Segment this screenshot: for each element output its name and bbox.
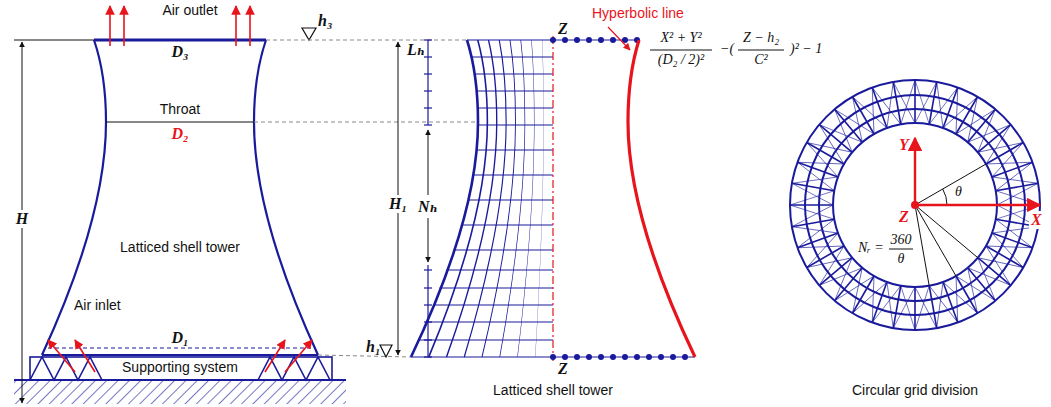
air-flow-arrows (48, 6, 312, 372)
dimension-label: H (14, 210, 30, 228)
level-marker (302, 28, 316, 40)
spacing-label: Lₕ (407, 41, 425, 59)
equation-part: Nᵣ = (858, 240, 884, 255)
axis-label: Z (558, 360, 568, 378)
axis-label: Y (899, 136, 909, 154)
panel-caption: Circular grid division (852, 383, 978, 398)
tower-outline (42, 40, 318, 355)
equation-part: )² − 1 (790, 41, 822, 56)
equation-part: θ (898, 251, 905, 266)
coordinate-axes (915, 138, 1040, 205)
equation-part: Z − h₂ (743, 30, 779, 45)
part-label: Latticed shell tower (120, 240, 240, 255)
axis-centerline (552, 36, 553, 361)
division-rays (915, 164, 986, 286)
axis-label: Z (899, 208, 909, 226)
node-dot-lines (553, 40, 695, 357)
angle-label: θ (955, 184, 962, 199)
hyperbolic-line (628, 40, 695, 357)
supporting-truss (30, 357, 332, 380)
node-dots (553, 40, 695, 357)
origin-dot (911, 201, 919, 209)
ground-hatch (14, 380, 346, 404)
level-label: h₃ (318, 12, 332, 30)
fraction-bars (650, 50, 913, 249)
level-label: h₁ (366, 338, 380, 356)
hyperbola-leader (608, 27, 630, 50)
panel-caption: Latticed shell tower (493, 383, 613, 398)
part-label: Throat (160, 102, 200, 117)
part-label: Air inlet (74, 298, 121, 313)
nh-arrows (428, 130, 429, 262)
part-label: Air outlet (162, 3, 217, 18)
dimension-label: D₁ (171, 329, 188, 347)
axis-label: X (1029, 211, 1044, 229)
equation-part: 360 (891, 232, 912, 247)
axis-label: Z (558, 20, 568, 38)
dimension-label: H₁ (387, 195, 409, 213)
lattice-meridians (411, 40, 544, 357)
equation-part: −( (720, 41, 734, 56)
count-label: Nₕ (418, 198, 438, 216)
part-label: Supporting system (122, 360, 238, 375)
lattice-rings (411, 40, 553, 357)
dimension-label: D₃ (171, 43, 188, 61)
throat-line (106, 122, 254, 123)
inlet-dashed-line (48, 347, 312, 348)
dimension-label: D₂ (171, 125, 188, 143)
equation-part: (D₂ / 2)² (658, 52, 704, 67)
projection-lines (254, 40, 478, 357)
height-dimension (14, 40, 94, 403)
equation-part: C² (754, 52, 768, 67)
equation-part: X² + Y² (660, 30, 701, 45)
callout-label: Hyperbolic line (592, 6, 684, 21)
circular-grid (770, 56, 1051, 348)
